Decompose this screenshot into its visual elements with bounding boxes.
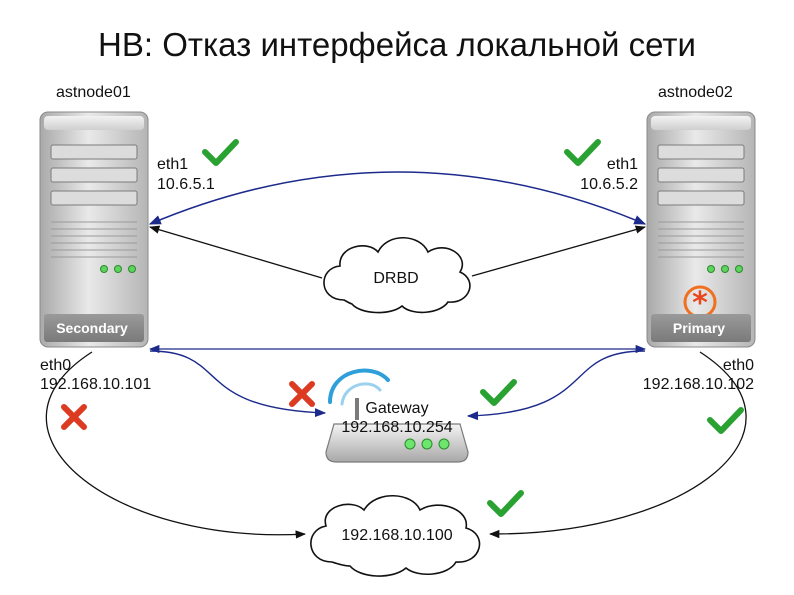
check-icon	[480, 379, 517, 406]
vip-link-left	[45, 351, 307, 539]
eth0-name-left: eth0	[40, 357, 71, 374]
led-icon	[707, 265, 715, 273]
drbd-arrow-right	[471, 225, 647, 277]
eth0-ip-left: 192.168.10.101	[40, 376, 151, 393]
eth0-name-right: eth0	[723, 357, 754, 374]
eth1-name-left: eth1	[157, 156, 188, 173]
gateway-router: Gateway 192.168.10.254	[325, 368, 469, 463]
vip-cloud: 192.168.10.100	[310, 495, 481, 577]
hostname-label: astnode02	[658, 84, 733, 101]
gateway-link-left	[149, 350, 327, 418]
cross-icon	[289, 381, 315, 407]
gateway-label: Gateway	[365, 400, 428, 417]
check-icon	[487, 490, 524, 517]
check-icon	[564, 139, 601, 166]
page-title: HB: Отказ интерфейса локальной сети	[98, 26, 696, 63]
server-astnode01: Secondary	[39, 111, 149, 348]
cross-icon	[61, 404, 87, 430]
eth0-ip-right: 192.168.10.102	[643, 376, 754, 393]
led-icon	[100, 265, 108, 273]
eth1-name-right: eth1	[607, 156, 638, 173]
eth1-ip-right: 10.6.5.2	[580, 176, 638, 193]
led-icon	[128, 265, 136, 273]
led-icon	[721, 265, 729, 273]
gateway-ip: 192.168.10.254	[341, 419, 452, 436]
led-icon	[735, 265, 743, 273]
vip-link-right	[488, 351, 747, 539]
gateway-link-right	[466, 350, 646, 421]
led-icon	[114, 265, 122, 273]
vip-ip-label: 192.168.10.100	[341, 527, 452, 544]
server-role-label: Secondary	[56, 320, 128, 336]
svg-text:*: *	[692, 286, 708, 321]
wifi-icon	[328, 368, 390, 404]
eth1-link	[148, 171, 647, 225]
drbd-arrow-left	[149, 225, 323, 279]
eth1-ip-left: 10.6.5.1	[157, 176, 215, 193]
server-astnode02: * Primary	[646, 111, 756, 348]
server-role-label: Primary	[673, 320, 725, 336]
drbd-cloud: DRBD	[323, 237, 471, 314]
hostname-label: astnode01	[56, 84, 131, 101]
check-icon	[707, 407, 744, 434]
drbd-label: DRBD	[373, 270, 418, 287]
check-icon	[202, 139, 239, 166]
